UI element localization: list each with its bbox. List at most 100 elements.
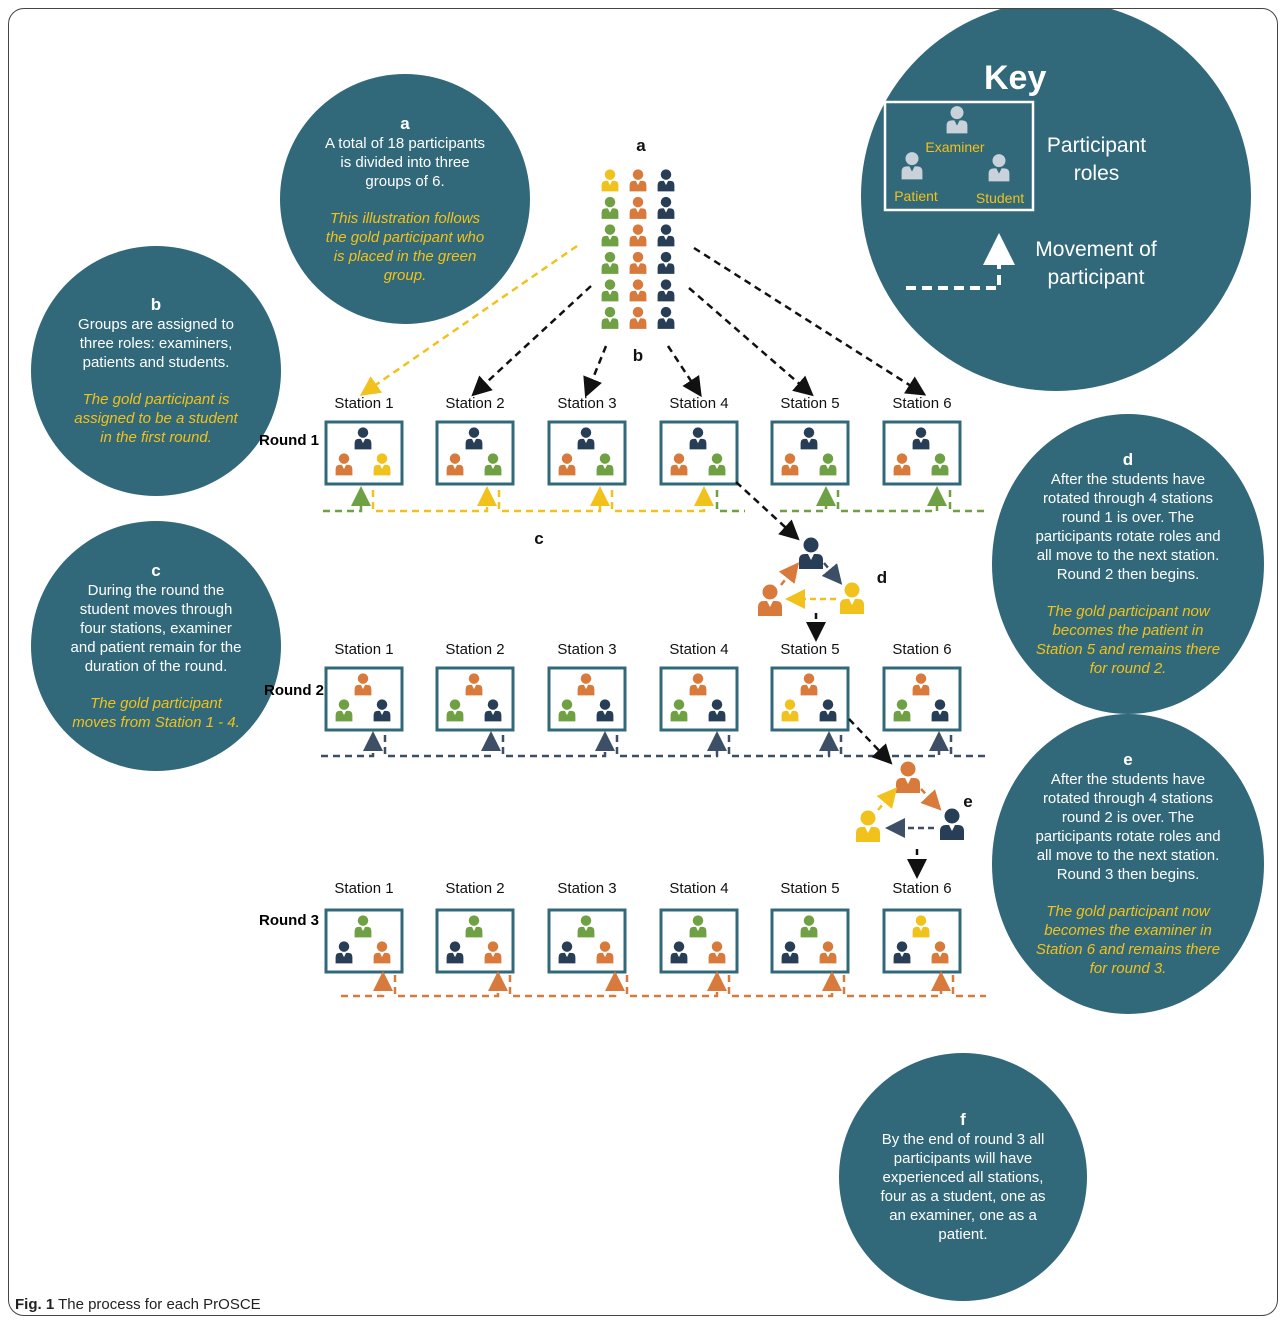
gold-move-line	[497, 486, 610, 513]
round-1-label: Round 1	[259, 432, 319, 449]
rotation-patient-icon	[758, 584, 782, 616]
participant-icon	[657, 279, 675, 302]
label-e: e	[963, 792, 972, 811]
figure-caption: Fig. 1 The process for each PrOSCE	[15, 1296, 261, 1313]
station-label: Station 2	[445, 395, 505, 412]
note-c-text: During the round the student moves throu…	[70, 581, 242, 675]
student-move-line	[323, 486, 371, 513]
station-label: Station 6	[892, 641, 952, 658]
participant-icon	[629, 224, 647, 247]
figure-frame: Examiner Patient Student a b c d e a A t…	[8, 8, 1278, 1316]
note-e-text: After the students have rotated through …	[1035, 771, 1221, 883]
note-d-text: After the students have rotated through …	[1035, 471, 1221, 583]
rotation-examiner-icon	[799, 537, 823, 569]
participant-icon	[601, 279, 619, 302]
student-move-line	[948, 490, 986, 513]
key-patient-label: Patient	[894, 188, 938, 204]
note-c-gold: The gold participant moves from Station …	[72, 694, 240, 731]
participant-icon	[629, 196, 647, 219]
participant-icon	[601, 306, 619, 329]
grid-label-a: a	[636, 136, 646, 155]
station-label: Station 4	[669, 880, 729, 897]
diagram-canvas: Examiner Patient Student a b c d e	[321, 9, 1251, 998]
note-b-letter: b	[150, 295, 162, 314]
assign-arrow	[688, 287, 814, 397]
station-label: Station 5	[780, 641, 840, 658]
participant-icon	[657, 196, 675, 219]
round-2-label: Round 2	[264, 682, 324, 699]
caption-text: The process for each PrOSCE	[58, 1296, 261, 1313]
rotation-arrow	[778, 562, 800, 586]
note-a-letter: a	[400, 113, 410, 133]
participant-icon	[601, 224, 619, 247]
participant-icon	[601, 251, 619, 274]
note-a: a A total of 18 participants is divided …	[280, 74, 530, 324]
student-move-line	[501, 731, 615, 758]
rotation-arrow	[821, 562, 843, 585]
participant-icon	[629, 251, 647, 274]
station-label: Station 1	[334, 395, 394, 412]
key-roles-box	[883, 100, 1035, 212]
note-c-letter: c	[151, 560, 161, 580]
student-move-line	[625, 971, 727, 998]
station-label: Station 2	[445, 880, 505, 897]
assign-arrow	[583, 345, 608, 398]
caption-prefix: Fig. 1	[15, 1296, 55, 1313]
note-f-letter: f	[960, 1110, 966, 1129]
station-label: Station 5	[780, 395, 840, 412]
rotation-patient-icon	[856, 810, 880, 842]
transition-arrow	[735, 481, 800, 541]
gold-move-line	[610, 486, 714, 513]
label-d: d	[877, 568, 887, 587]
station-label: Station 3	[557, 641, 617, 658]
student-move-line	[727, 731, 839, 758]
note-e-letter: e	[1123, 750, 1133, 769]
note-f-text: By the end of round 3 all participants w…	[880, 1131, 1046, 1243]
station-label: Station 3	[557, 395, 617, 412]
student-move-line	[508, 971, 625, 998]
key-student-label: Student	[976, 190, 1024, 206]
station-label: Station 6	[892, 880, 952, 897]
rotation-student-icon	[940, 808, 964, 840]
participant-icon	[657, 306, 675, 329]
key-examiner-label: Examiner	[925, 139, 984, 155]
participant-icon	[657, 169, 675, 192]
note-e: e After the students have rotated throug…	[992, 714, 1264, 1014]
student-move-line	[949, 735, 986, 758]
rotation-examiner-icon	[896, 761, 920, 793]
participant-icon	[657, 251, 675, 274]
participant-icon	[657, 224, 675, 247]
note-f: f By the end of round 3 all participants…	[839, 1053, 1087, 1301]
note-b-text: Groups are assigned to three roles: exam…	[78, 316, 234, 371]
note-a-text: A total of 18 participants is divided in…	[324, 134, 486, 190]
student-move-line	[615, 731, 727, 758]
note-b-gold: The gold participant is assigned to be a…	[74, 391, 238, 446]
assign-arrow	[666, 345, 702, 398]
participant-icon	[601, 169, 619, 192]
student-move-line	[393, 971, 508, 998]
note-d: d After the students have rotated throug…	[992, 414, 1264, 714]
note-e-gold: The gold participant now becomes the exa…	[1035, 903, 1221, 977]
grid-label-b: b	[633, 346, 643, 365]
station-label: Station 5	[780, 880, 840, 897]
station-label: Station 2	[445, 641, 505, 658]
student-move-line	[727, 971, 842, 998]
student-move-line	[780, 486, 836, 513]
student-move-line	[321, 731, 383, 758]
assign-arrow	[693, 246, 927, 396]
student-move-line	[715, 490, 745, 513]
student-move-line	[836, 486, 947, 513]
student-move-line	[383, 731, 501, 758]
key-roles-label: Participant roles	[1046, 134, 1147, 185]
round-3-label: Round 3	[259, 912, 319, 929]
student-move-line	[341, 971, 393, 998]
gold-move-line	[371, 486, 497, 513]
transition-arrow	[848, 718, 893, 765]
rotation-student-icon	[840, 582, 864, 614]
note-a-gold: This illustration follows the gold parti…	[325, 209, 485, 284]
rotation-arrow	[876, 787, 898, 811]
student-move-line	[839, 731, 949, 758]
participant-icon	[629, 306, 647, 329]
station-label: Station 1	[334, 641, 394, 658]
label-c: c	[534, 529, 543, 548]
